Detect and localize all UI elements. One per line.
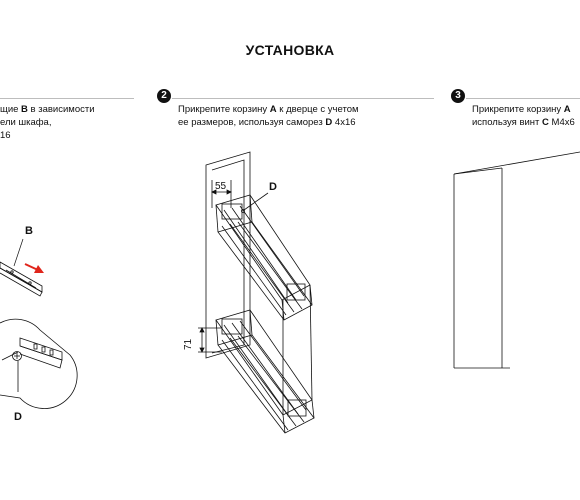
dimension-height: 71 xyxy=(183,338,194,350)
step-1-rule xyxy=(0,98,134,99)
step-3-number: 3 xyxy=(451,89,465,103)
screw-detail-illustration xyxy=(0,318,78,409)
dimension-width: 55 xyxy=(215,181,227,192)
step-2-text: Прикрепите корзину A к дверце с учетом е… xyxy=(178,104,359,128)
label-d-center: D xyxy=(269,181,277,193)
step-3-text: Прикрепите корзину A используя винт C M4… xyxy=(472,104,575,128)
page-title: УСТАНОВКА xyxy=(245,42,335,58)
label-b: B xyxy=(25,225,33,237)
red-arrow-icon xyxy=(24,263,44,273)
rail-illustration xyxy=(0,238,43,297)
door-basket-illustration xyxy=(198,151,315,434)
step-2-rule xyxy=(172,98,434,99)
cabinet-panel-illustration xyxy=(453,151,580,369)
label-d-left: D xyxy=(14,411,22,423)
step-3-rule xyxy=(466,98,580,99)
step-2-number: 2 xyxy=(157,89,171,103)
step-1-text: щие B в зависимости ели шкафа, 16 xyxy=(0,104,95,141)
